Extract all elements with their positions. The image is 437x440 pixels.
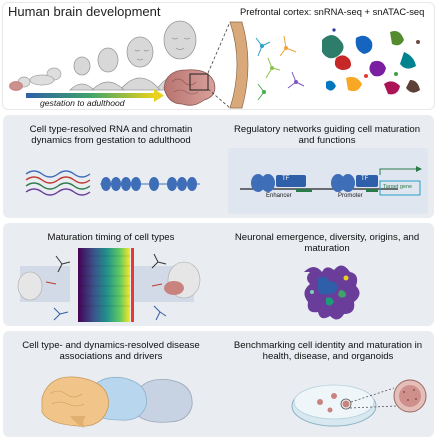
benchmarking-label: Benchmarking cell identity and maturatio… [233, 340, 423, 362]
pfc-title: Prefrontal cortex: snRNA-seq + snATAC-se… [240, 6, 425, 17]
development-figures [9, 20, 216, 106]
neuronal-umap [304, 265, 360, 320]
figure-title: Human brain development [8, 4, 161, 19]
enhancer-label: Enhancer [266, 193, 292, 199]
brain-series [41, 376, 193, 428]
timeline-label: gestation to adulthood [40, 98, 125, 108]
target-gene-label: Target gene [383, 184, 413, 190]
promoter-label: Promoter [338, 193, 363, 199]
overview-panel [2, 2, 435, 110]
disease-label: Cell type- and dynamics-resolved disease… [22, 340, 200, 362]
rna-chromatin-label: Cell type-resolved RNA and chromatin dyn… [29, 124, 193, 146]
maturation-timing-label: Maturation timing of cell types [47, 232, 175, 243]
pfc-cell-illustration [207, 21, 420, 109]
maturation-heatmap [17, 248, 201, 322]
panel-row-2 [3, 223, 434, 326]
tf2-label: TF [361, 176, 369, 182]
tf1-label: TF [282, 176, 290, 182]
regulatory-networks-label: Regulatory networks guiding cell maturat… [233, 124, 421, 146]
organoid-dish [291, 379, 427, 427]
grn-diagram [240, 166, 422, 196]
rna-chromatin-illustration [25, 170, 200, 196]
neuronal-emergence-label: Neuronal emergence, diversity, origins, … [234, 232, 420, 254]
